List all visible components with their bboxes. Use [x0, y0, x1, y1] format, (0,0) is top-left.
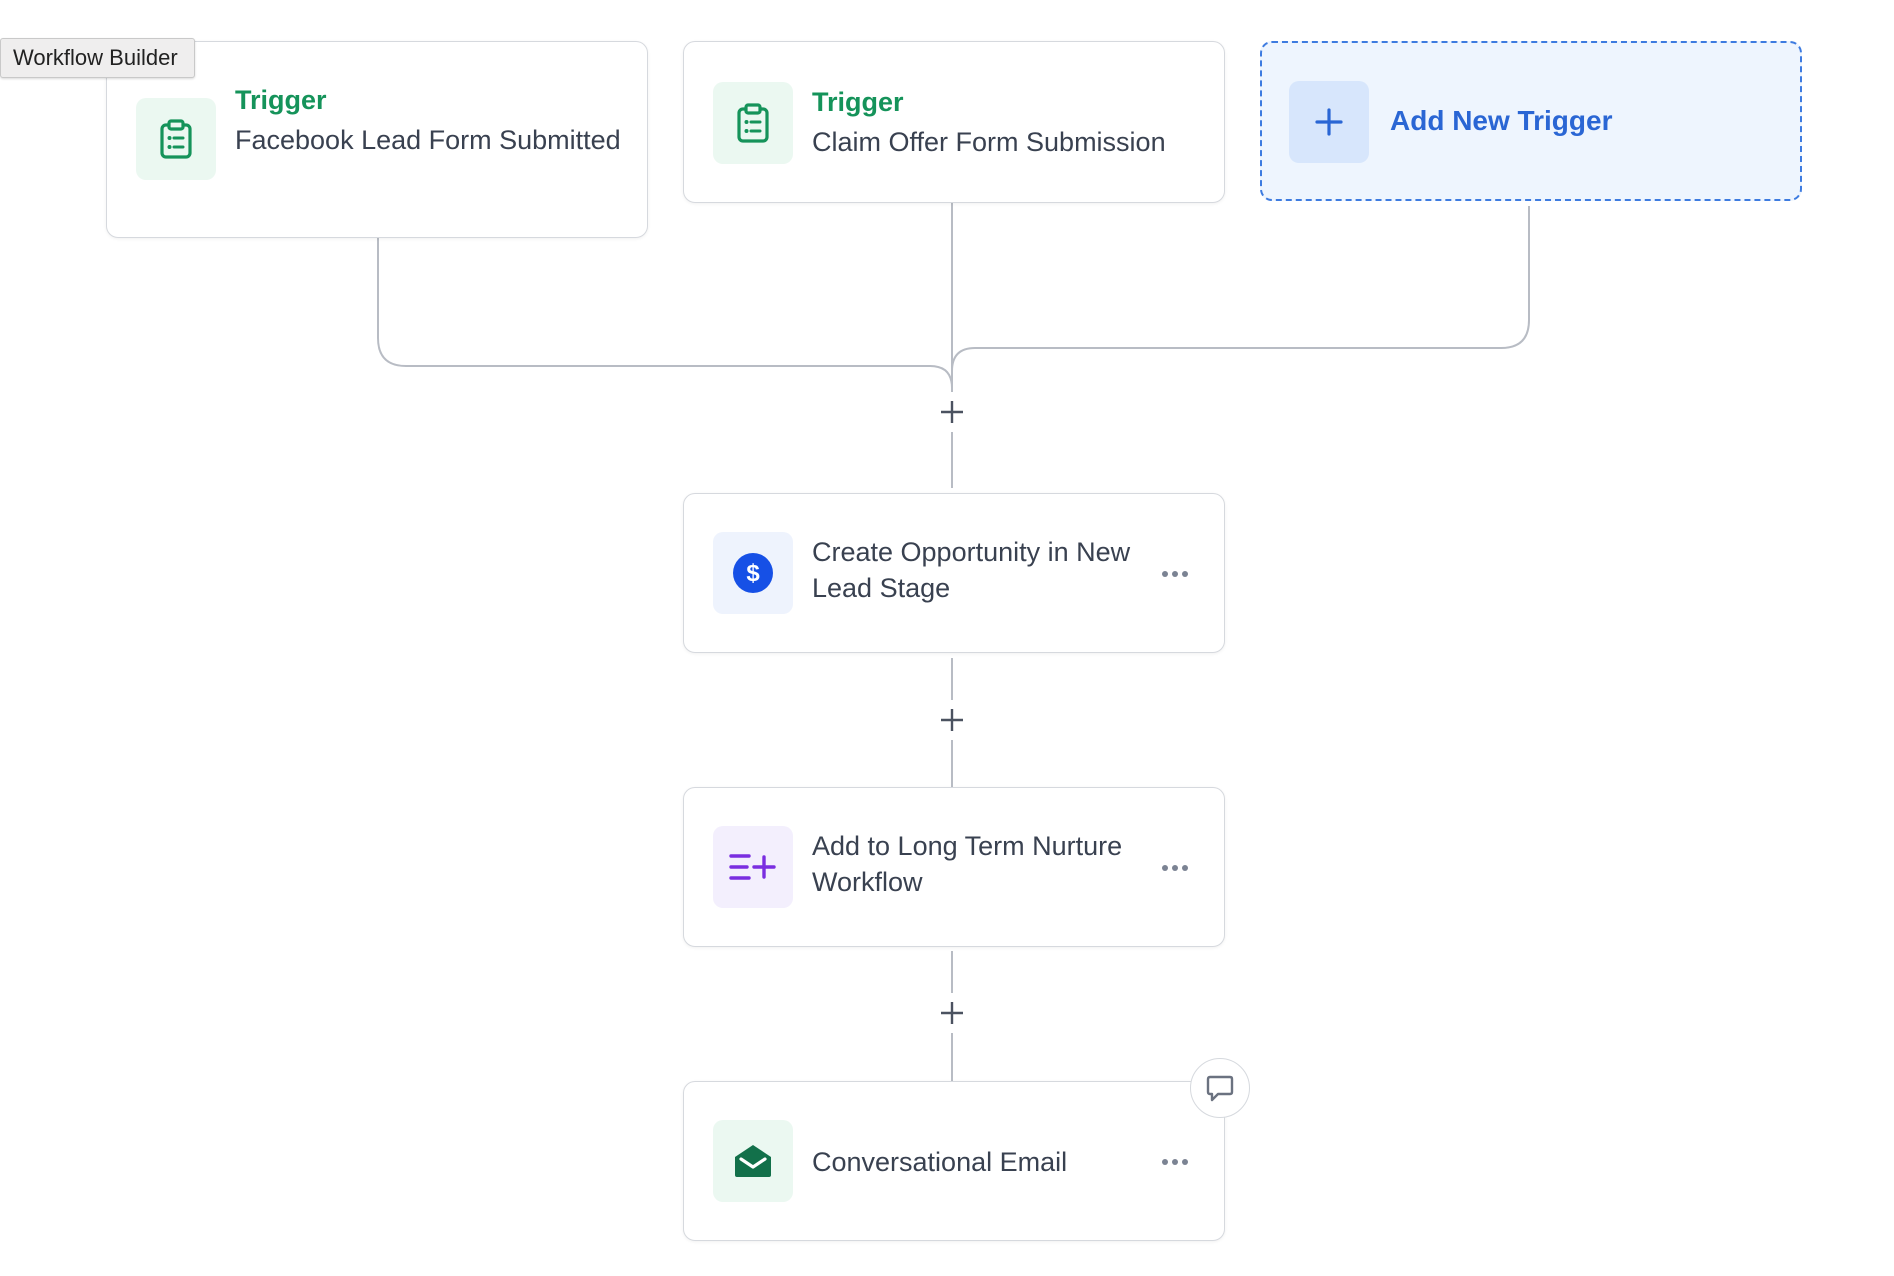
dollar-circle-icon: $ — [713, 532, 793, 614]
trigger-title: Facebook Lead Form Submitted — [235, 125, 621, 155]
action-card-create-opportunity[interactable]: $ Create Opportunity in New Lead Stage — [683, 493, 1225, 653]
comment-button[interactable] — [1190, 1058, 1250, 1118]
action-title: Add to Long Term Nurture Workflow — [812, 831, 1123, 897]
trigger-label: Trigger — [812, 87, 904, 117]
action-card-conversational-email[interactable]: Conversational Email — [683, 1081, 1225, 1241]
trigger-card-claim-offer-form[interactable]: Trigger Claim Offer Form Submission — [683, 41, 1225, 203]
action-card-add-to-workflow[interactable]: Add to Long Term Nurture Workflow — [683, 787, 1225, 947]
add-step-button[interactable] — [932, 700, 972, 740]
comment-icon — [1206, 1075, 1234, 1102]
more-options-button[interactable] — [1155, 564, 1195, 584]
plus-icon — [941, 401, 963, 423]
add-step-button[interactable] — [932, 993, 972, 1033]
clipboard-list-icon — [136, 98, 216, 180]
trigger-card-facebook-lead-form[interactable]: Trigger Facebook Lead Form Submitted — [106, 41, 648, 238]
action-title: Conversational Email — [812, 1147, 1068, 1177]
more-options-button[interactable] — [1155, 858, 1195, 878]
plus-icon — [941, 1002, 963, 1024]
more-options-button[interactable] — [1155, 1152, 1195, 1172]
mail-open-icon — [713, 1120, 793, 1202]
clipboard-list-icon — [713, 82, 793, 164]
tooltip-workflow-builder: Workflow Builder — [0, 38, 195, 78]
plus-icon — [1289, 81, 1369, 163]
add-step-button[interactable] — [932, 392, 972, 432]
trigger-title: Claim Offer Form Submission — [812, 127, 1166, 157]
add-new-trigger-label: Add New Trigger — [1390, 105, 1613, 136]
add-new-trigger-button[interactable]: Add New Trigger — [1260, 41, 1802, 201]
trigger-label: Trigger — [235, 85, 327, 115]
plus-icon — [941, 709, 963, 731]
action-title: Create Opportunity in New Lead Stage — [812, 537, 1131, 603]
svg-text:$: $ — [746, 560, 760, 587]
list-add-icon — [713, 826, 793, 908]
